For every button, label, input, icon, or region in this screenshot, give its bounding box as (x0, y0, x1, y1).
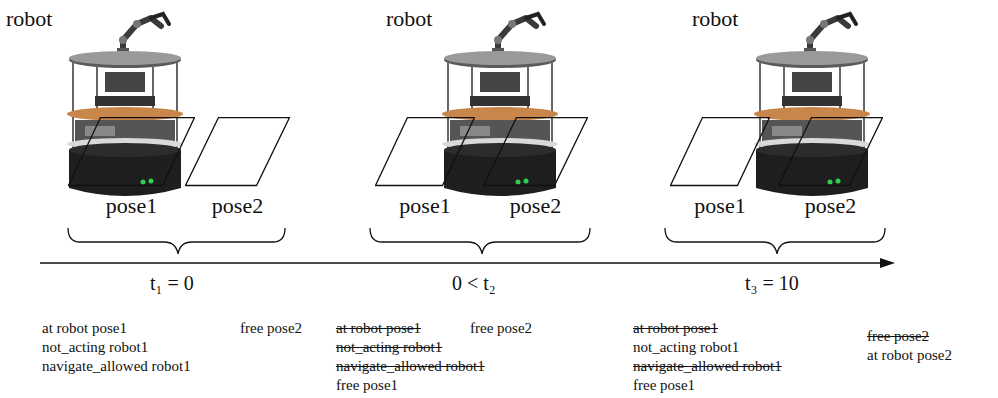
state-fact: free pose1 (633, 378, 695, 393)
pose-label: pose2 (778, 195, 883, 217)
state-fact: free pose2 (240, 321, 302, 336)
state-fact: not_acting robot1 (633, 340, 739, 355)
brace (665, 228, 885, 254)
state-fact: at robot pose1 (633, 321, 718, 336)
pose-area: pose1 (68, 117, 195, 221)
pose-outline (185, 117, 290, 187)
pose-outline (483, 117, 588, 187)
time-label: t₁ = 0 (150, 273, 194, 293)
arrow-head (880, 258, 895, 268)
pose-area: pose2 (483, 117, 588, 221)
pose-label: pose1 (375, 195, 475, 217)
robot-picture (67, 14, 183, 196)
state-fact: not_acting robot1 (42, 340, 148, 355)
pose-label: pose1 (68, 195, 195, 217)
state-fact: navigate_allowed robot1 (42, 359, 191, 374)
robot-picture (442, 14, 558, 196)
state-fact: not_acting robot1 (336, 340, 442, 355)
robot-label: robot (386, 8, 432, 30)
state-fact: navigate_allowed robot1 (633, 359, 782, 374)
state-fact: free pose1 (336, 378, 398, 393)
pose-outline (778, 117, 883, 187)
pose-area: pose1 (670, 117, 770, 221)
pose-label: pose2 (185, 195, 290, 217)
pose-label: pose1 (670, 195, 770, 217)
state-fact: free pose2 (470, 321, 532, 336)
pose-label: pose2 (483, 195, 588, 217)
pose-outline (68, 117, 195, 187)
state-fact: free pose2 (867, 329, 929, 344)
state-fact: at robot pose2 (867, 348, 952, 363)
state-fact: at robot pose1 (336, 321, 421, 336)
pose-outline (375, 117, 475, 187)
time-axis (40, 262, 882, 263)
state-fact: navigate_allowed robot1 (336, 359, 485, 374)
pose-area: pose2 (778, 117, 883, 221)
time-label: 0 < t₂ (452, 273, 496, 293)
pose-area: pose2 (185, 117, 290, 221)
pose-area: pose1 (375, 117, 475, 221)
robot-label: robot (6, 8, 52, 30)
robot-picture (754, 14, 870, 196)
brace (370, 228, 590, 254)
state-fact: at robot pose1 (42, 321, 127, 336)
robot-label: robot (692, 8, 738, 30)
time-label: t₃ = 10 (745, 273, 799, 293)
pose-outline (670, 117, 770, 187)
brace (68, 228, 285, 254)
